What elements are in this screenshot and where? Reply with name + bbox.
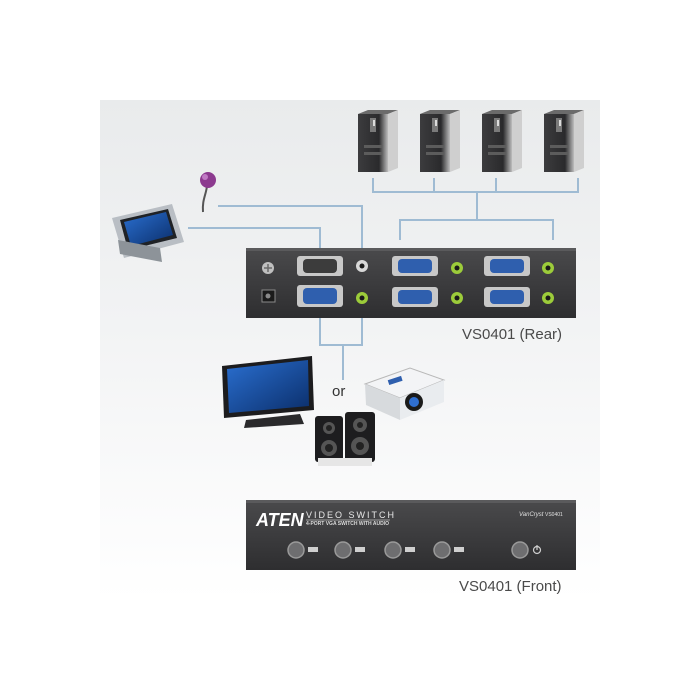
vga-logo: VanCryst: [519, 512, 544, 518]
microphone-icon: [200, 172, 216, 213]
rear-panel: [246, 248, 576, 318]
front-button-port-1[interactable]: [287, 541, 318, 559]
cable-rear-bus: [399, 219, 554, 240]
audio-jack-pc-3: [542, 262, 554, 274]
vga-port-pc-4: [484, 287, 530, 307]
front-panel: [246, 500, 576, 570]
vga-port-pc-1: [392, 256, 438, 276]
rear-caption: VS0401 (Rear): [462, 326, 563, 343]
or-label: or: [332, 383, 346, 400]
audio-jack-pc-4: [542, 292, 554, 304]
computer-tower-icon: [544, 110, 584, 172]
front-button-port-2[interactable]: [334, 541, 365, 559]
cables: [188, 178, 579, 380]
touchscreen-monitor-icon: [112, 204, 184, 262]
front-caption: VS0401 (Front): [459, 578, 562, 595]
cable-monitor: [188, 227, 321, 250]
speakers-icon: [315, 412, 375, 466]
audio-jack-pc-2: [451, 292, 463, 304]
cable-mic: [218, 205, 363, 250]
cable-pc-bus: [372, 178, 579, 193]
audio-jack-out: [356, 292, 368, 304]
projector-icon: [363, 367, 446, 420]
computer-tower-icon: [420, 110, 460, 172]
vga-port-pc-2: [392, 287, 438, 307]
model-label: VS0401: [545, 512, 563, 518]
audio-jack-pc-1: [451, 262, 463, 274]
cable-output: [319, 318, 363, 346]
vga-port-monitor-out: [297, 285, 343, 307]
computer-tower-icon: [482, 110, 522, 172]
aten-logo: ATEN: [256, 510, 304, 530]
audio-jack-mic: [356, 260, 368, 272]
lcd-tv-icon: [222, 356, 314, 428]
front-button-port-4[interactable]: [433, 541, 464, 559]
front-button-power[interactable]: [511, 541, 542, 559]
vga-port-console-in: [297, 256, 343, 276]
ground-screw-icon: [262, 262, 274, 274]
product-title: VIDEO SWITCH: [306, 510, 397, 520]
computer-tower-icon: [358, 110, 398, 172]
power-jack-icon: [261, 289, 276, 303]
product-subtitle: 4-PORT VGA SWITCH WITH AUDIO: [306, 521, 389, 527]
vga-port-pc-3: [484, 256, 530, 276]
front-button-port-3[interactable]: [384, 541, 415, 559]
